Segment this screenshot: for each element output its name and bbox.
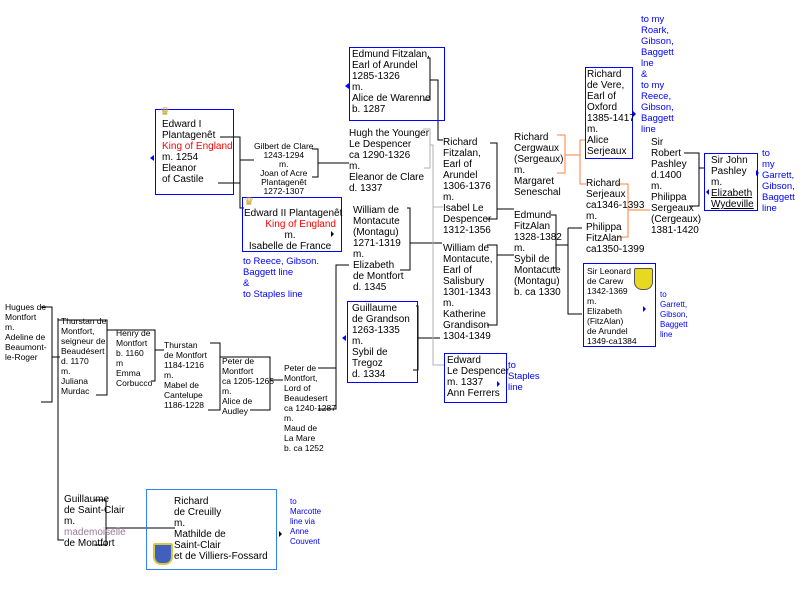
link-garrett-small[interactable]: to Garrett, Gibson, Baggett line xyxy=(660,290,688,339)
person-peter-de-montfort-lord: Peter de Montfort, Lord of Beaudesert ca… xyxy=(284,363,336,453)
left-arrow-icon[interactable] xyxy=(345,83,349,89)
person-richard-fitzalan: Richard Fitzalan, Earl of Arundel 1306-1… xyxy=(443,137,492,236)
edward-i-spouse: m. 1254 Eleanor of Castile xyxy=(162,152,204,185)
person-william-earl-of-salisbury: William de Montacute, Earl of Salisbury … xyxy=(443,243,493,342)
leonard-carew-box[interactable] xyxy=(583,263,656,347)
link-marcotte[interactable]: to Marcotte line via Anne Couvent xyxy=(290,497,322,546)
person-peter-de-montfort-1205: Peter de Montfort ca 1205-1265 m. Alice … xyxy=(222,356,274,416)
right-arrow-icon[interactable] xyxy=(756,170,759,176)
richard-de-vere-box[interactable] xyxy=(585,67,633,159)
crown-icon: ♛ xyxy=(244,196,254,208)
royal-title: King of England xyxy=(162,141,233,152)
link-roark-reece[interactable]: to my Roark, Gibson, Baggett lne & to my… xyxy=(641,14,674,135)
right-arrow-icon[interactable] xyxy=(633,111,636,117)
person-edward-le-despencer: Edward Le Despencer m. 1337 Ann Ferrers xyxy=(447,355,510,399)
person-william-de-montacute: William de Montacute (Montagu) 1271-1319… xyxy=(353,205,404,293)
right-arrow-icon[interactable] xyxy=(643,306,646,312)
person-richard-cergwaux: Richard Cergwaux (Sergeaux) m. Margaret … xyxy=(514,132,564,198)
left-arrow-icon[interactable] xyxy=(706,189,709,195)
mademoiselle: mademoiselle xyxy=(64,527,126,538)
person-thurstan-de-montfort-seigneur: Thurstan de Montfort, seigneur de Beaudé… xyxy=(61,316,107,396)
left-arrow-icon[interactable] xyxy=(342,335,346,341)
person-richard-de-vere: Richard de Vere, Earl of Oxford 1385-141… xyxy=(587,69,635,157)
john-pashley-box[interactable] xyxy=(704,153,758,211)
coat-of-arms-icon xyxy=(153,543,173,565)
edward-le-despencer-box[interactable] xyxy=(444,353,507,403)
guillaume-name: Guillaume de Saint-Clair m. xyxy=(64,494,125,527)
edward-ii-spouse: m. Isabelle de France xyxy=(248,230,332,252)
link-reece-staples[interactable]: to Reece, Gibson. Baggett line & to Stap… xyxy=(243,256,320,300)
john-pashley-name: Sir John Pashley m. xyxy=(711,155,748,188)
person-hugh-le-despencer: Hugh the Younger Le Despencer ca 1290-13… xyxy=(349,128,430,194)
coat-of-arms-icon xyxy=(634,268,653,290)
person-robert-pashley: Sir Robert Pashley d.1400 m. Philippa Se… xyxy=(651,137,702,236)
elizabeth-wydeville: Elizabeth Wydeville xyxy=(711,188,754,210)
person-gilbert-de-clare: Gilbert de Clare 1243-1294 m. Joan of Ac… xyxy=(254,141,314,196)
person-edmund-fitzalan-1328: Edmund FitzAlan 1328-1382 m. Sybil de Mo… xyxy=(514,210,562,298)
left-arrow-icon[interactable] xyxy=(150,155,154,161)
richard-de-creuilly-box[interactable] xyxy=(146,489,277,570)
right-arrow-icon[interactable] xyxy=(279,531,282,537)
link-staples[interactable]: to Staples line xyxy=(508,360,540,393)
edward-i-box[interactable] xyxy=(155,109,234,195)
person-henry-de-montfort: Henry de Montfort b. 1160 m Emma Corbucc… xyxy=(116,328,153,388)
right-arrow-icon[interactable] xyxy=(497,381,500,387)
royal-title: King of England xyxy=(265,219,336,230)
person-edmund-fitzalan: Edmund Fitzalan, Earl of Arundel 1285-13… xyxy=(352,49,431,115)
person-richard-de-creuilly: Richard de Creuilly m. Mathilde de Saint… xyxy=(174,496,268,562)
person-leonard-de-carew: Sir Leonard de Carew 1342-1369 m. Elizab… xyxy=(587,266,637,346)
link-garrett[interactable]: to my Garrett, Gibson, Baggett line xyxy=(762,148,795,214)
person-john-pashley: Sir John Pashley m.Elizabeth Wydeville xyxy=(711,155,754,210)
person-hugues-de-montfort: Hugues de Montfort m. Adeline de Beaumon… xyxy=(5,302,47,362)
guillaume-grandson-box[interactable] xyxy=(347,301,418,383)
edward-i-name: Edward I Plantagenêt xyxy=(162,119,216,141)
person-guillaume-de-grandson: Guillaume de Grandson 1263-1335 m. Sybil… xyxy=(352,303,410,380)
person-thurstan-de-montfort: Thurstan de Montfort 1184-1216 m. Mabel … xyxy=(164,340,207,410)
edmund-fitzalan-box[interactable] xyxy=(349,47,445,121)
crown-icon: ♛ xyxy=(160,106,170,118)
edward-ii-box[interactable] xyxy=(242,197,342,252)
right-arrow-icon[interactable] xyxy=(331,231,334,237)
de-montfort: de Montfort xyxy=(64,538,115,549)
person-richard-serjeaux: Richard Serjeaux ca1346-1393 m. Philippa… xyxy=(586,178,645,255)
edward-ii-name: Edward II Plantagenêt xyxy=(244,208,343,219)
